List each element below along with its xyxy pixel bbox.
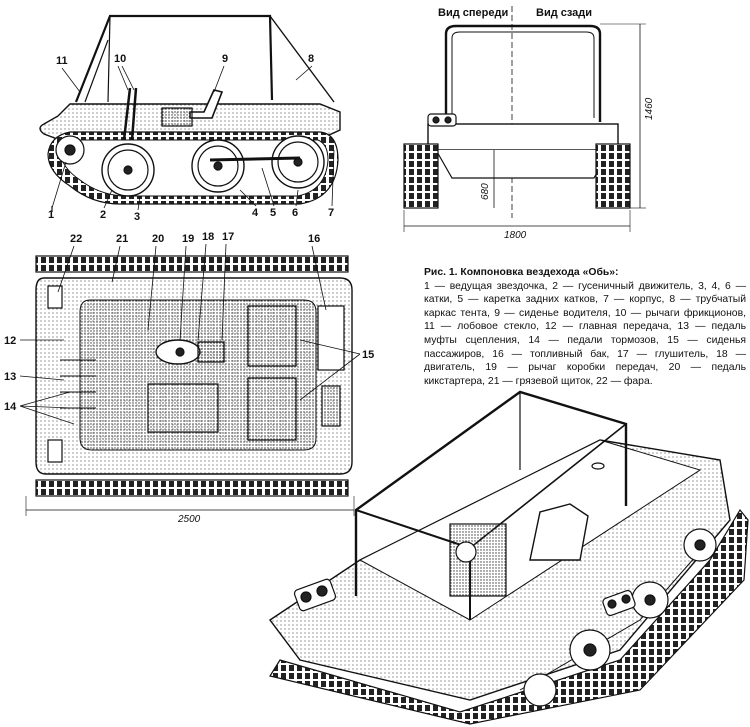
dimension-height: 1460 xyxy=(644,97,655,120)
label-11: 11 xyxy=(56,55,68,67)
label-13: 13 xyxy=(4,371,16,383)
label-7: 7 xyxy=(328,207,334,219)
label-6: 6 xyxy=(292,207,298,219)
label-22: 22 xyxy=(70,233,82,245)
top-view-labels: 12 13 14 15 16 17 18 19 20 21 22 xyxy=(4,231,374,425)
label-18: 18 xyxy=(202,231,214,243)
dimension-ground: 680 xyxy=(480,183,491,200)
label-21: 21 xyxy=(116,233,128,245)
label-3: 3 xyxy=(134,211,140,223)
perspective-view xyxy=(268,390,749,725)
label-4: 4 xyxy=(252,207,259,219)
rear-view-title: Вид сзади xyxy=(536,7,592,19)
label-2: 2 xyxy=(100,209,106,221)
front-rear-view: Вид спереди Вид сзади 1460 680 1800 xyxy=(403,6,655,241)
caption-title: Рис. 1. Компоновка вездехода «Обь»: xyxy=(424,267,619,278)
label-8: 8 xyxy=(308,53,314,65)
label-14: 14 xyxy=(4,401,17,413)
label-17: 17 xyxy=(222,231,234,243)
side-view-labels: 1 2 3 4 5 6 7 8 9 10 11 xyxy=(48,53,335,223)
front-view-title: Вид спереди xyxy=(438,7,508,19)
label-9: 9 xyxy=(222,53,228,65)
caption-text: 1 — ведущая звездочка, 2 — гусеничный дв… xyxy=(424,280,746,387)
label-1: 1 xyxy=(48,209,54,221)
label-10: 10 xyxy=(114,53,126,65)
label-20: 20 xyxy=(152,233,164,245)
figure-caption: Рис. 1. Компоновка вездехода «Обь»: 1 — … xyxy=(424,266,746,388)
dimension-width: 1800 xyxy=(504,230,527,241)
label-19: 19 xyxy=(182,233,194,245)
label-5: 5 xyxy=(270,207,276,219)
top-view: 2500 xyxy=(25,255,355,525)
label-15: 15 xyxy=(362,349,374,361)
label-12: 12 xyxy=(4,335,16,347)
label-16: 16 xyxy=(308,233,320,245)
dimension-length: 2500 xyxy=(177,514,201,525)
side-view xyxy=(39,14,341,212)
